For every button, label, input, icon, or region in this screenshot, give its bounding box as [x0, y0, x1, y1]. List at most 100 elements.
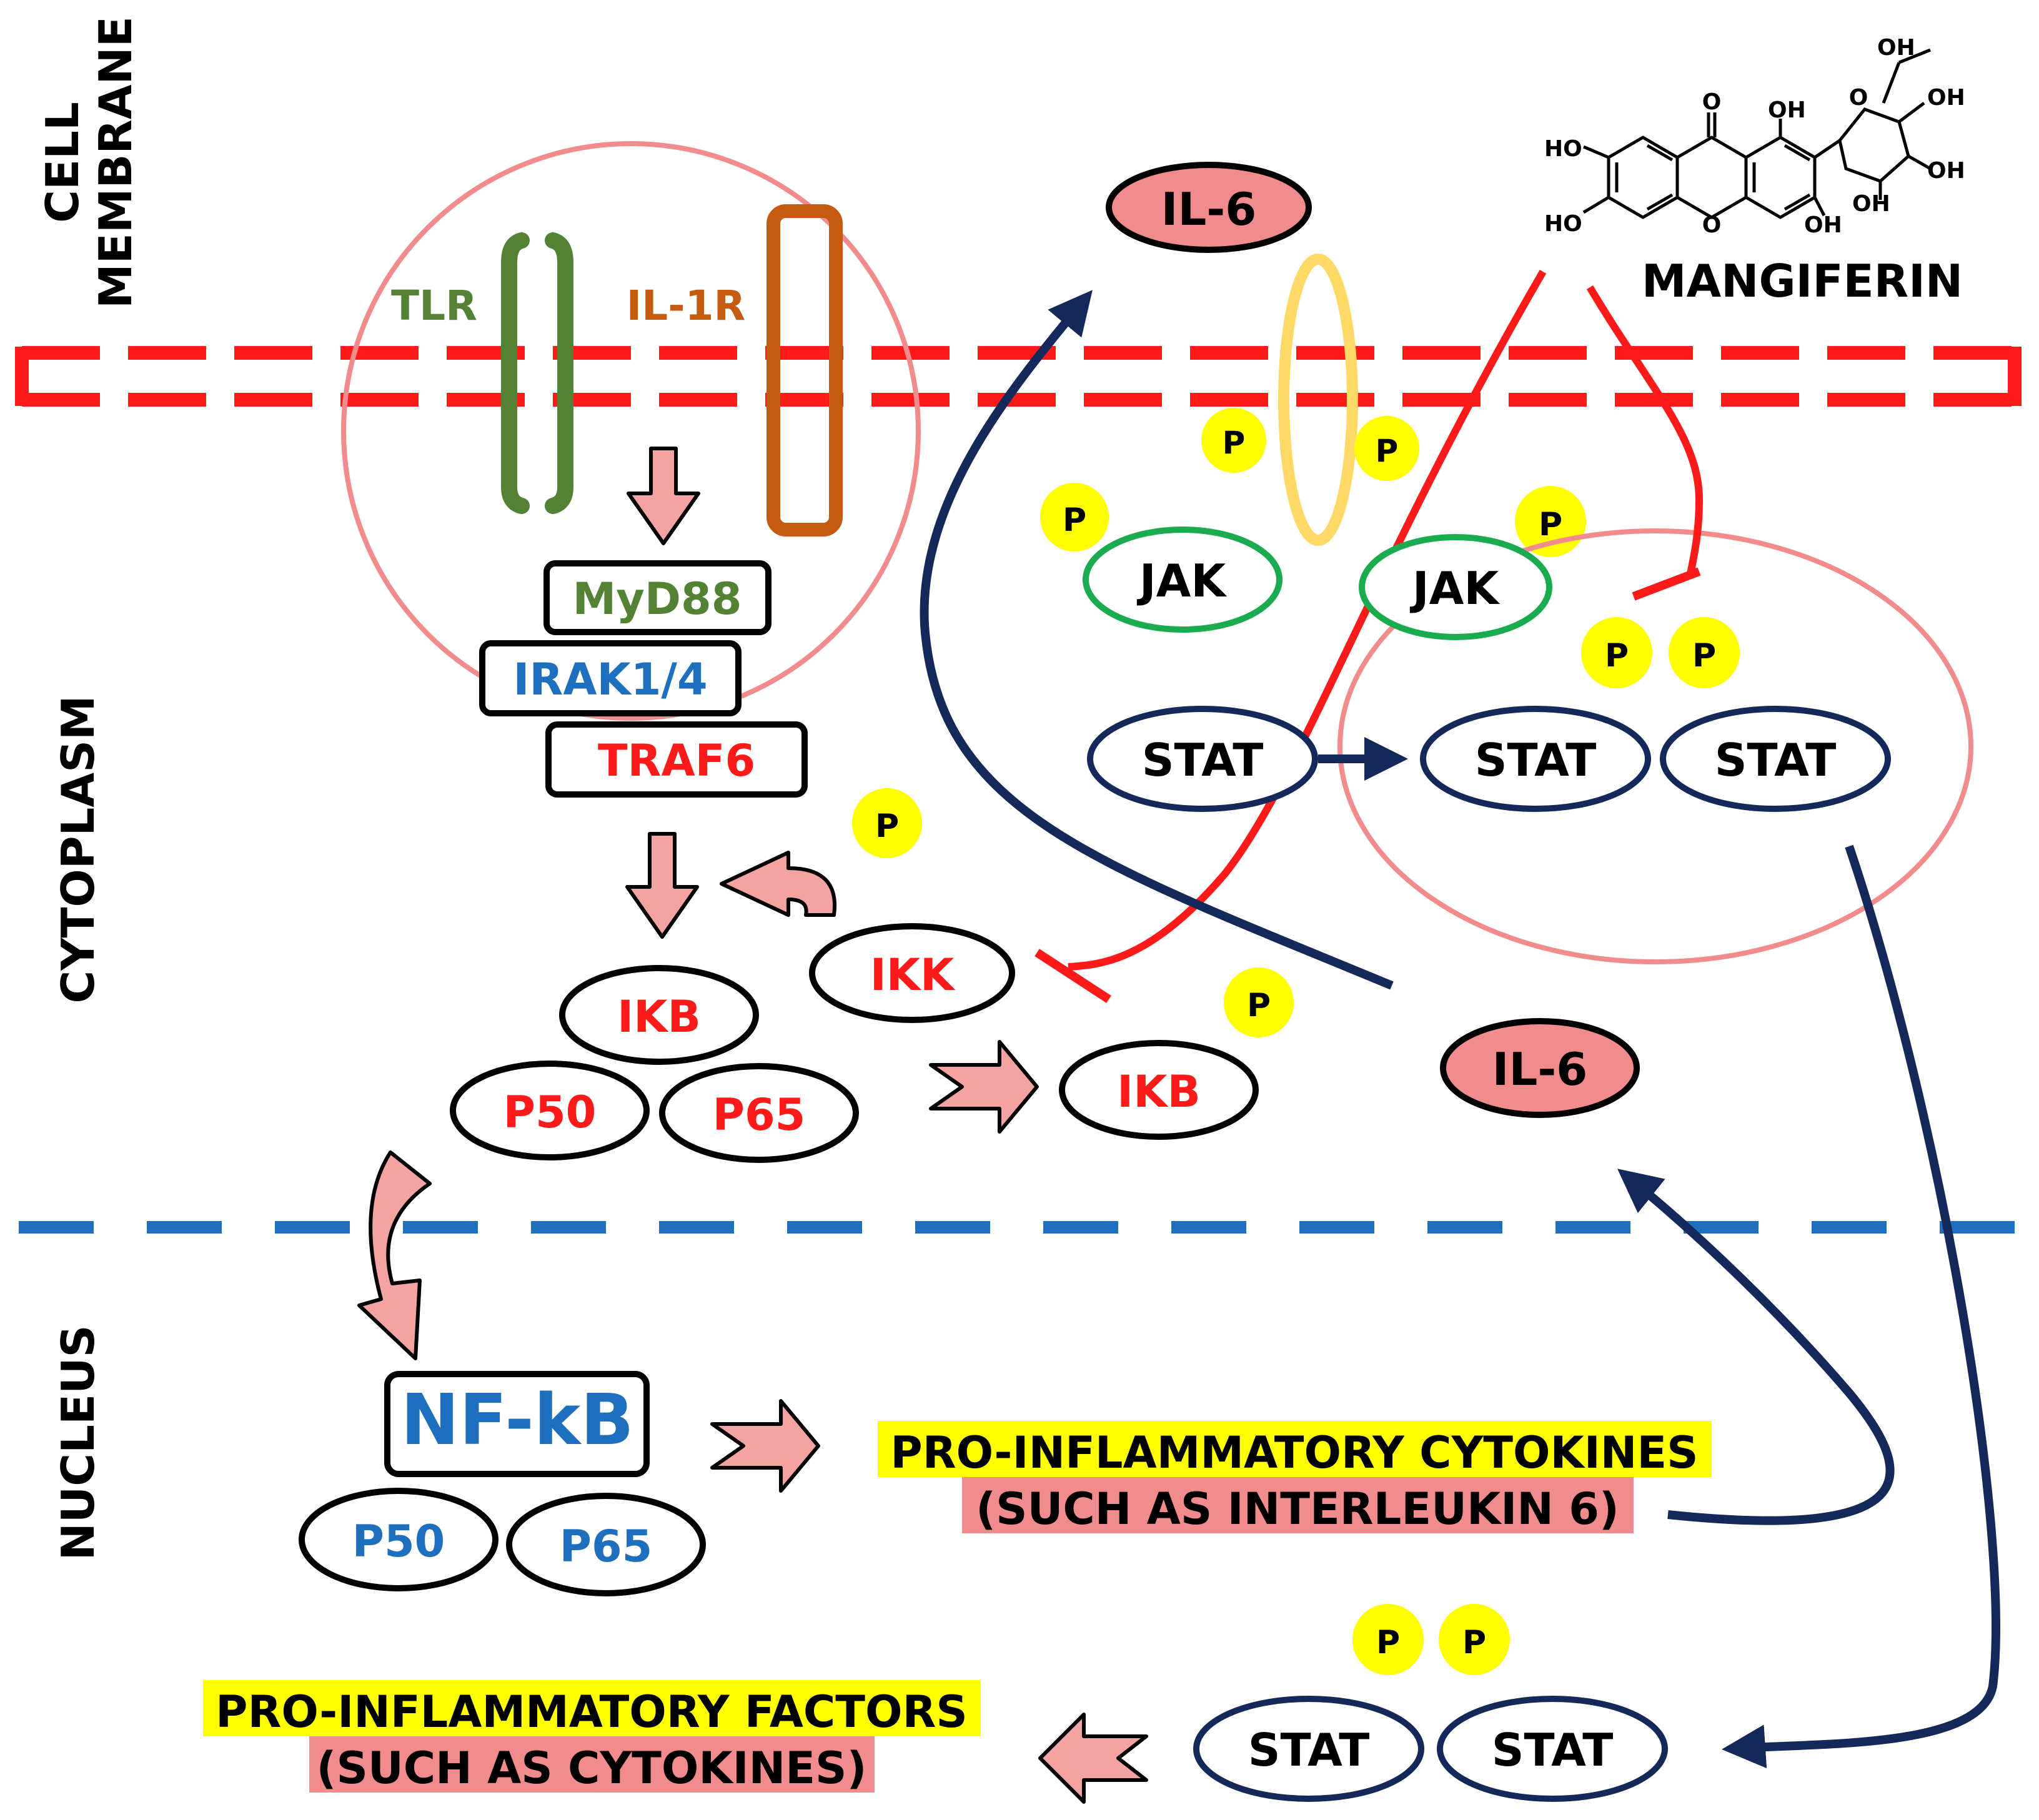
mangiferin-atoms: OH OH OH OH OH OH HO HO O O O [1544, 35, 1965, 238]
cytokines-to-il6-arrow [1617, 1169, 1895, 1525]
factors-highlight-yellow [203, 1680, 981, 1736]
oh-label: OH [1927, 158, 1965, 184]
o-label: O [1702, 89, 1722, 115]
oh-label: OH [1768, 97, 1806, 123]
ikb-label: IKB [617, 991, 701, 1042]
p50-cytoplasm-node: P50 [450, 1061, 650, 1160]
stat-nuc-a-node: STAT [1193, 1696, 1424, 1802]
il1r-receptor [766, 204, 843, 537]
phospho-receptor-right: P [1354, 416, 1419, 481]
receptor-to-myd88-arrow [627, 447, 700, 545]
phospho-label: P [875, 808, 899, 845]
o-label: O [1702, 212, 1722, 238]
ikk-node: IKK [809, 923, 1015, 1023]
stat-inhibition-bar [1632, 567, 1701, 601]
il1r-label: IL-1R [627, 282, 746, 330]
nuclear-translocation-arrow [357, 1150, 432, 1360]
il6-mid-label: IL-6 [1492, 1043, 1588, 1095]
cytokines-highlight-yellow [878, 1421, 1712, 1477]
stat-nuclear-translocation-arrow [1722, 844, 2000, 1769]
nuc-p50-label: P50 [352, 1516, 445, 1567]
stat-dimer-a-label: STAT [1475, 734, 1597, 786]
il6-top-node: IL-6 [1106, 162, 1312, 253]
stat-dimer-a-node: STAT [1420, 706, 1651, 812]
tlr-receptor [501, 232, 573, 514]
myd88-box: MyD88 [543, 560, 771, 635]
stat-dimer-b-node: STAT [1660, 706, 1891, 812]
cytokines-label-line2: (SUCH AS INTERLEUKIN 6) [976, 1483, 1619, 1535]
phospho-label: P [1063, 502, 1086, 539]
stat-dimer-b-label: STAT [1715, 734, 1837, 786]
nucleus-label: NUCLEUS [52, 1325, 104, 1561]
il6-mid-node: IL-6 [1440, 1018, 1640, 1118]
phospho-nuc-stat-a: P [1352, 1604, 1424, 1675]
irak-label: IRAK1/4 [513, 654, 707, 705]
traf6-box: TRAF6 [545, 721, 808, 798]
phospho-label: P [1223, 425, 1246, 461]
phospho-nuc-stat-b: P [1439, 1604, 1510, 1675]
oh-label: OH [1852, 191, 1890, 217]
oh-label: OH [1877, 35, 1915, 61]
cytoplasm-label: CYTOPLASM [52, 695, 104, 1003]
cytokines-label-line1: PRO-INFLAMMATORY CYTOKINES [890, 1427, 1698, 1478]
irak-box: IRAK1/4 [479, 640, 742, 716]
mangiferin-structure [1582, 48, 1932, 219]
ikb-released-node: IKB [1059, 1040, 1259, 1140]
stat-to-factors-arrow [1038, 1713, 1148, 1804]
stat-nuc-b-label: STAT [1492, 1724, 1614, 1776]
phospho-label: P [1376, 1624, 1400, 1661]
phospho-stat-b: P [1669, 617, 1740, 688]
p65-cytoplasm-node: P65 [659, 1063, 859, 1163]
jak-right-node: JAK [1359, 534, 1552, 640]
ikb-node: IKB [559, 965, 759, 1065]
receptor-region-circle [341, 141, 921, 721]
traf6-label: TRAF6 [598, 735, 755, 786]
stat-single-label: STAT [1142, 734, 1264, 786]
mangiferin-inhibits-stat [1586, 285, 1704, 578]
phospho-label: P [1692, 637, 1716, 675]
phospho-label: P [1539, 506, 1562, 543]
ikk-label: IKK [870, 949, 956, 1001]
ho-label: HO [1544, 211, 1582, 237]
stat-activation-region [1337, 528, 1973, 964]
phospho-label: P [1605, 637, 1629, 675]
phospho-ikk: P [852, 788, 922, 858]
myd88-label: MyD88 [573, 573, 742, 625]
p65-label: P65 [713, 1089, 806, 1140]
oh-label: OH [1804, 212, 1842, 238]
phospho-label: P [1462, 1624, 1486, 1661]
ikb-release-arrow [929, 1040, 1039, 1134]
p65-nucleus-node: P65 [506, 1493, 706, 1596]
jak-right-label: JAK [1409, 562, 1501, 615]
ikb-released-label: IKB [1117, 1066, 1201, 1117]
il6-top-label: IL-6 [1161, 183, 1257, 235]
cell-membrane-label-line2: MEMBRANE [89, 16, 142, 309]
il6-feedback-arrow [920, 290, 1394, 990]
stat-nuc-a-label: STAT [1248, 1724, 1370, 1776]
il6-receptor [1278, 254, 1358, 546]
jak-left-node: JAK [1083, 527, 1282, 633]
p50-label: P50 [504, 1087, 597, 1138]
o-label: O [1849, 85, 1868, 111]
p50-nucleus-node: P50 [299, 1488, 499, 1591]
cytokines-highlight-pink [962, 1477, 1634, 1533]
factors-label-line1: PRO-INFLAMMATORY FACTORS [216, 1686, 968, 1738]
phospho-stat-a: P [1581, 617, 1652, 688]
nuc-p65-label: P65 [560, 1521, 653, 1572]
phospho-label: P [1376, 433, 1399, 469]
phospho-ikb: P [1224, 967, 1294, 1037]
factors-label-line2: (SUCH AS CYTOKINES) [317, 1743, 867, 1794]
phospho-jak-right: P [1515, 486, 1586, 557]
phospho-label: P [1247, 987, 1271, 1024]
stat-nuc-b-node: STAT [1437, 1696, 1668, 1802]
tlr-label: TLR [391, 282, 477, 330]
phospho-receptor-left: P [1201, 408, 1266, 473]
traf6-to-ikb-arrow [625, 832, 699, 939]
phospho-jak-left: P [1040, 483, 1109, 551]
stat-single-node: STAT [1087, 706, 1318, 812]
ho-label: HO [1544, 136, 1582, 162]
nfkb-to-cytokines-arrow [710, 1399, 820, 1493]
cell-membrane-label-line1: CELL [36, 102, 89, 223]
nfkb-label: NF-kB [400, 1380, 633, 1461]
